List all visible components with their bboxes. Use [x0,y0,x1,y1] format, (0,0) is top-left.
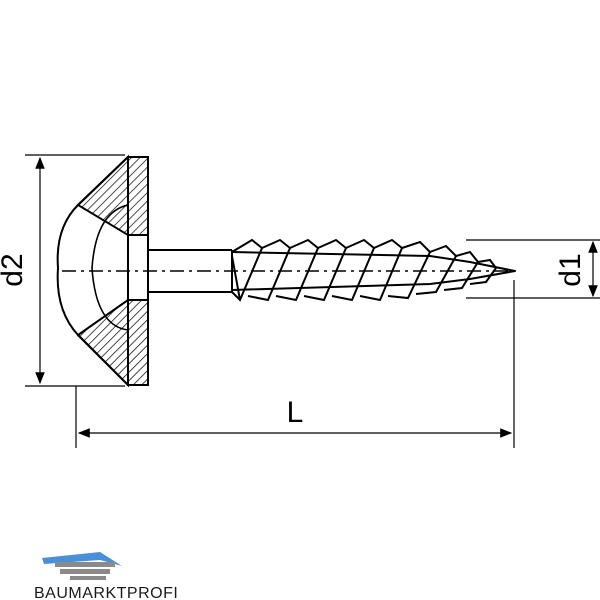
logo-roof-icon [42,552,122,580]
screw-thread [231,238,516,302]
label-d2: d2 [0,253,29,286]
logo-text: BAUMARKTPROFI [34,585,178,600]
brand-logo: BAUMARKTPROFI [34,552,178,600]
label-d1: d1 [554,253,587,286]
dimension-lines [35,156,598,438]
extension-lines [25,154,600,448]
label-L: L [287,396,304,429]
